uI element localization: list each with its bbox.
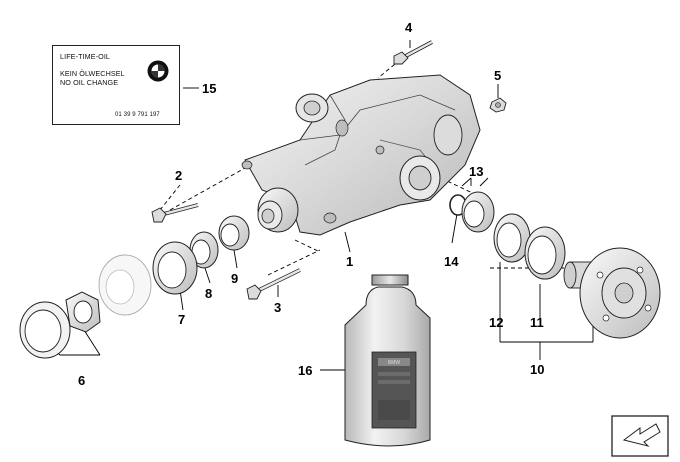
ring-7 [152, 241, 198, 295]
callout-3: 3 [274, 300, 281, 315]
callout-7: 7 [178, 312, 185, 327]
callout-16: 16 [298, 363, 312, 378]
seal-6 [19, 301, 71, 359]
output-flange-10 [563, 247, 661, 339]
callout-13: 13 [469, 164, 483, 179]
callout-9: 9 [231, 271, 238, 286]
ring-8 [189, 231, 219, 269]
callout-4: 4 [405, 20, 413, 35]
oil-label-line2: KEIN ÖLWECHSEL [60, 69, 125, 78]
bottle-brand-text: BMW [388, 360, 401, 366]
oil-label-line1: LIFE-TIME-OIL [60, 52, 111, 61]
nut-6 [65, 291, 101, 333]
callout-12: 12 [489, 315, 503, 330]
nut-5 [489, 97, 507, 113]
callout-14: 14 [444, 254, 459, 269]
bearing-13 [461, 191, 495, 233]
ring-11 [524, 226, 566, 280]
flange-outline [98, 254, 152, 316]
callout-5: 5 [494, 68, 501, 83]
oil-label-card: LIFE-TIME-OIL KEIN ÖLWECHSEL NO OIL CHAN… [52, 45, 180, 125]
callout-numbers: 1 2 3 4 5 6 7 8 9 10 11 12 13 14 15 16 [78, 20, 544, 388]
callout-15: 15 [202, 81, 216, 96]
callout-10: 10 [530, 362, 544, 377]
bolt-2 [151, 203, 199, 223]
callout-11: 11 [530, 315, 544, 330]
bolt-3 [246, 268, 301, 300]
callout-2: 2 [175, 168, 182, 183]
callout-6: 6 [78, 373, 85, 388]
ring-9 [218, 215, 250, 251]
callout-8: 8 [205, 286, 212, 301]
arrow-icon[interactable] [611, 415, 669, 457]
oil-label-line3: NO OIL CHANGE [60, 78, 119, 87]
bolt-4 [393, 40, 433, 65]
callout-1: 1 [346, 254, 353, 269]
oil-label-part-code: 01 39 9 791 197 [115, 112, 160, 118]
differential-housing [241, 74, 481, 236]
bmw-roundel-logo [147, 60, 169, 82]
oil-bottle-16: BMW [344, 274, 431, 447]
